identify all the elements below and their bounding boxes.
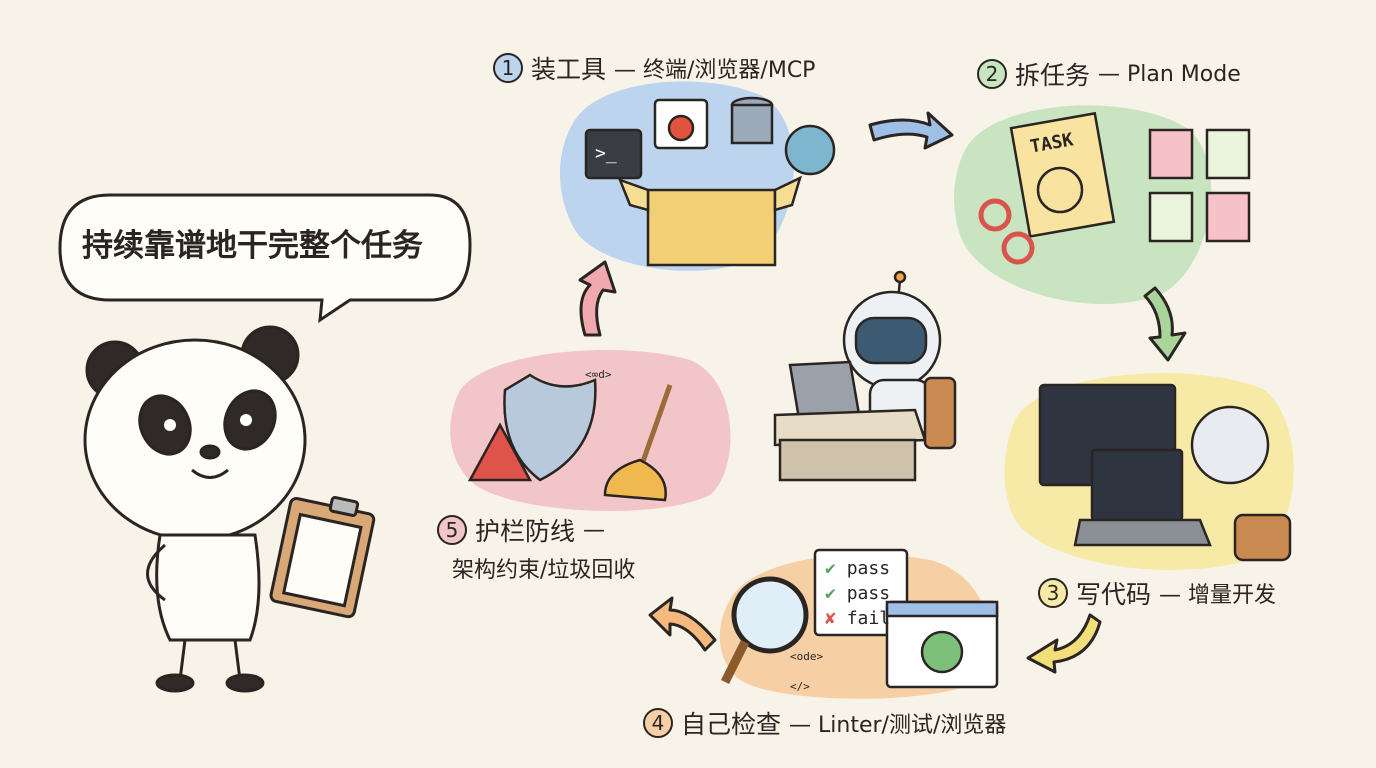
guardrail-illustration bbox=[467, 373, 673, 502]
terminal-prompt: >_ bbox=[595, 143, 617, 164]
arrow-4-to-5 bbox=[648, 596, 717, 652]
code-tag-pink: <∞d> bbox=[585, 368, 612, 381]
check-mark-icon: ✔ bbox=[825, 583, 836, 604]
code-close-tag: </> bbox=[790, 680, 810, 693]
cross-mark-icon: ✘ bbox=[825, 608, 836, 629]
robot-at-desk bbox=[773, 270, 957, 482]
step-4-label: 4 自己检查 — Linter/测试/浏览器 bbox=[643, 705, 1006, 741]
step-number: 2 bbox=[977, 59, 1007, 89]
step-detail: — 终端/浏览器/MCP bbox=[614, 58, 816, 83]
check-results: ✔ pass ✔ pass ✘ fail bbox=[825, 556, 890, 631]
speech-bubble-text: 持续靠谱地干完整个任务 bbox=[82, 228, 423, 264]
step-number: 1 bbox=[493, 53, 523, 83]
arrow-1-to-2 bbox=[868, 111, 954, 150]
step-title: 拆任务 bbox=[1015, 61, 1091, 90]
step-5-detail-2: 架构约束/垃圾回收 bbox=[452, 558, 636, 583]
code-tag: <ode> bbox=[790, 650, 824, 663]
step-title: 装工具 bbox=[531, 55, 607, 84]
toolbox-illustration bbox=[584, 96, 836, 267]
coding-illustration bbox=[1038, 383, 1292, 562]
arrow-5-to-1 bbox=[578, 260, 617, 337]
step-detail: — 增量开发 bbox=[1159, 583, 1277, 608]
step-title: 自己检查 bbox=[681, 710, 782, 739]
step-detail: — Linter/测试/浏览器 bbox=[789, 713, 1007, 738]
check-result-fail: fail bbox=[846, 608, 891, 629]
speech-bubble bbox=[58, 193, 472, 324]
step-number: 3 bbox=[1038, 578, 1068, 608]
step-5-label: 5 护栏防线 — bbox=[437, 512, 605, 548]
step-title: 护栏防线 bbox=[475, 517, 576, 546]
self-check-illustration bbox=[720, 548, 999, 689]
check-result-pass: pass bbox=[846, 583, 891, 604]
step-title: 写代码 bbox=[1076, 580, 1152, 609]
panda-mascot bbox=[83, 325, 376, 693]
check-result-pass: pass bbox=[846, 558, 891, 579]
step-number: 5 bbox=[437, 515, 467, 545]
step-2-label: 2 拆任务 — Plan Mode bbox=[977, 56, 1241, 92]
arrow-2-to-3 bbox=[1143, 286, 1187, 362]
step-3-label: 3 写代码 — 增量开发 bbox=[1038, 575, 1276, 611]
step-number: 4 bbox=[643, 708, 673, 738]
check-mark-icon: ✔ bbox=[825, 558, 836, 579]
step-detail: — bbox=[583, 517, 606, 543]
step-1-label: 1 装工具 — 终端/浏览器/MCP bbox=[493, 50, 815, 86]
task-split-illustration bbox=[978, 111, 1251, 265]
arrow-3-to-4 bbox=[1026, 613, 1102, 674]
step-detail: — Plan Mode bbox=[1098, 61, 1241, 87]
